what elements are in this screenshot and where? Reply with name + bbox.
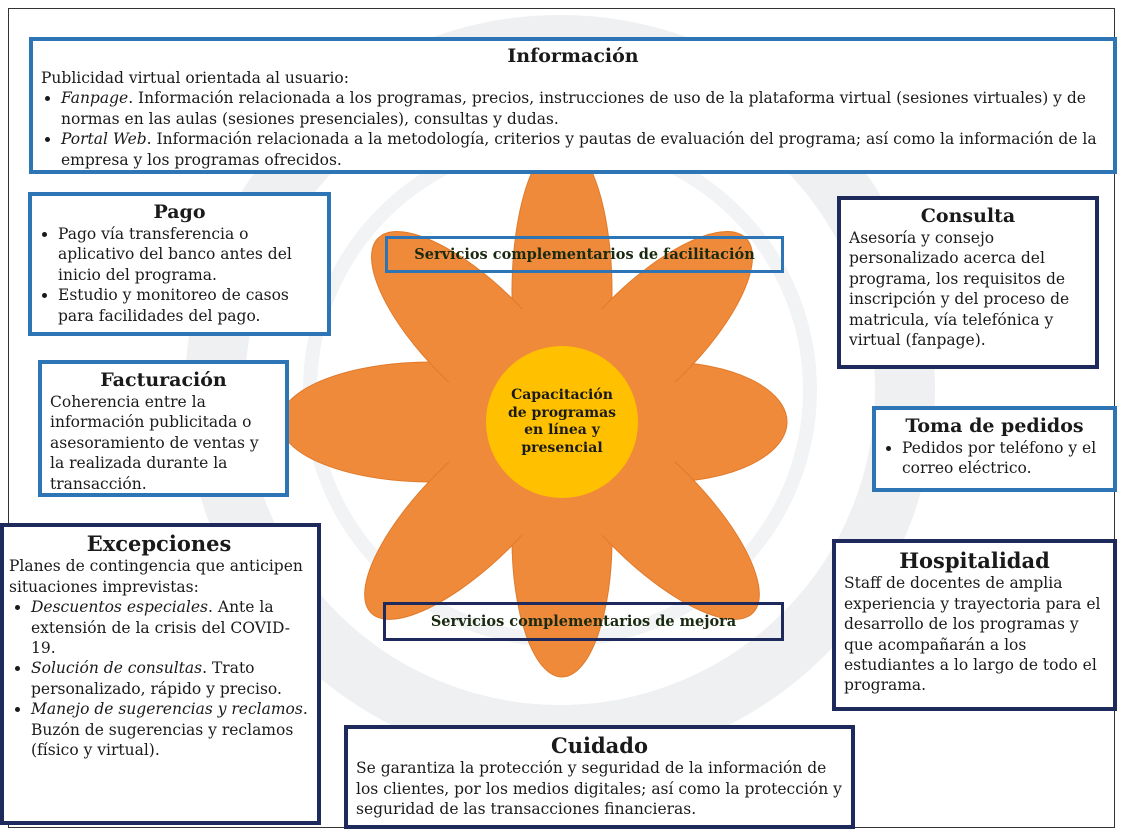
center-text: Capacitación de programas en línea y pre… bbox=[507, 387, 617, 456]
informacion-item: Fanpage. Información relacionada a los p… bbox=[61, 88, 1105, 129]
item-text: . Información relacionada a los programa… bbox=[61, 89, 1086, 128]
pago-title: Pago bbox=[153, 201, 206, 223]
cuidado-title: Cuidado bbox=[551, 733, 648, 758]
hospitalidad-title: Hospitalidad bbox=[899, 548, 1050, 573]
facturacion-title: Facturación bbox=[100, 369, 227, 391]
excepciones-item: Manejo de sugerencias y reclamos. Buzón … bbox=[31, 699, 309, 760]
item-italic: Descuentos especiales bbox=[31, 598, 209, 617]
excepciones-intro: Planes de contingencia que anticipen sit… bbox=[9, 557, 303, 596]
toma-pedidos-box: Toma de pedidos Pedidos por teléfono y e… bbox=[872, 406, 1117, 492]
pago-item: Estudio y monitoreo de casos para facili… bbox=[58, 285, 319, 326]
consulta-text: Asesoría y consejo personalizado acerca … bbox=[849, 228, 1070, 350]
informacion-title: Información bbox=[507, 45, 639, 67]
label-facilitacion: Servicios complementarios de facilitació… bbox=[385, 236, 784, 273]
consulta-box: Consulta Asesoría y consejo personalizad… bbox=[837, 196, 1099, 369]
cuidado-text: Se garantiza la protección y seguridad d… bbox=[356, 759, 842, 819]
informacion-intro: Publicidad virtual orientada al usuario: bbox=[41, 68, 349, 87]
informacion-box: Información Publicidad virtual orientada… bbox=[29, 37, 1117, 174]
item-italic: Solución de consultas bbox=[31, 659, 203, 678]
toma-pedidos-item: Pedidos por teléfono y el correo eléctri… bbox=[902, 438, 1105, 479]
toma-pedidos-title: Toma de pedidos bbox=[905, 415, 1084, 437]
item-text: . Trato personalizado, rápido y preciso. bbox=[31, 659, 282, 698]
facturacion-text: Coherencia entre la información publicit… bbox=[50, 392, 259, 493]
excepciones-item: Descuentos especiales. Ante la extensión… bbox=[31, 597, 309, 658]
item-italic: Manejo de sugerencias y reclamos bbox=[31, 700, 303, 719]
excepciones-title: Excepciones bbox=[86, 531, 232, 556]
item-text: . Información relacionada a la metodolog… bbox=[61, 130, 1097, 169]
facturacion-box: Facturación Coherencia entre la informac… bbox=[38, 360, 289, 497]
pago-item: Pago vía transferencia o aplicativo del … bbox=[58, 224, 319, 285]
label-mejora: Servicios complementarios de mejora bbox=[383, 602, 784, 641]
consulta-title: Consulta bbox=[920, 205, 1016, 227]
item-text: . Buzón de sugerencias y reclamos (físic… bbox=[31, 700, 308, 760]
item-italic: Fanpage bbox=[61, 89, 129, 108]
informacion-item: Portal Web. Información relacionada a la… bbox=[61, 129, 1105, 170]
pago-box: Pago Pago vía transferencia o aplicativo… bbox=[28, 192, 331, 336]
hospitalidad-text: Staff de docentes de amplia experiencia … bbox=[844, 574, 1101, 695]
excepciones-item: Solución de consultas. Trato personaliza… bbox=[31, 658, 309, 699]
item-text: . Ante la extensión de la crisis del COV… bbox=[31, 598, 290, 657]
excepciones-box: Excepciones Planes de contingencia que a… bbox=[0, 523, 321, 825]
center-circle: Capacitación de programas en línea y pre… bbox=[486, 346, 638, 498]
item-italic: Portal Web bbox=[61, 130, 147, 149]
cuidado-box: Cuidado Se garantiza la protección y seg… bbox=[344, 725, 855, 829]
hospitalidad-box: Hospitalidad Staff de docentes de amplia… bbox=[832, 539, 1117, 711]
